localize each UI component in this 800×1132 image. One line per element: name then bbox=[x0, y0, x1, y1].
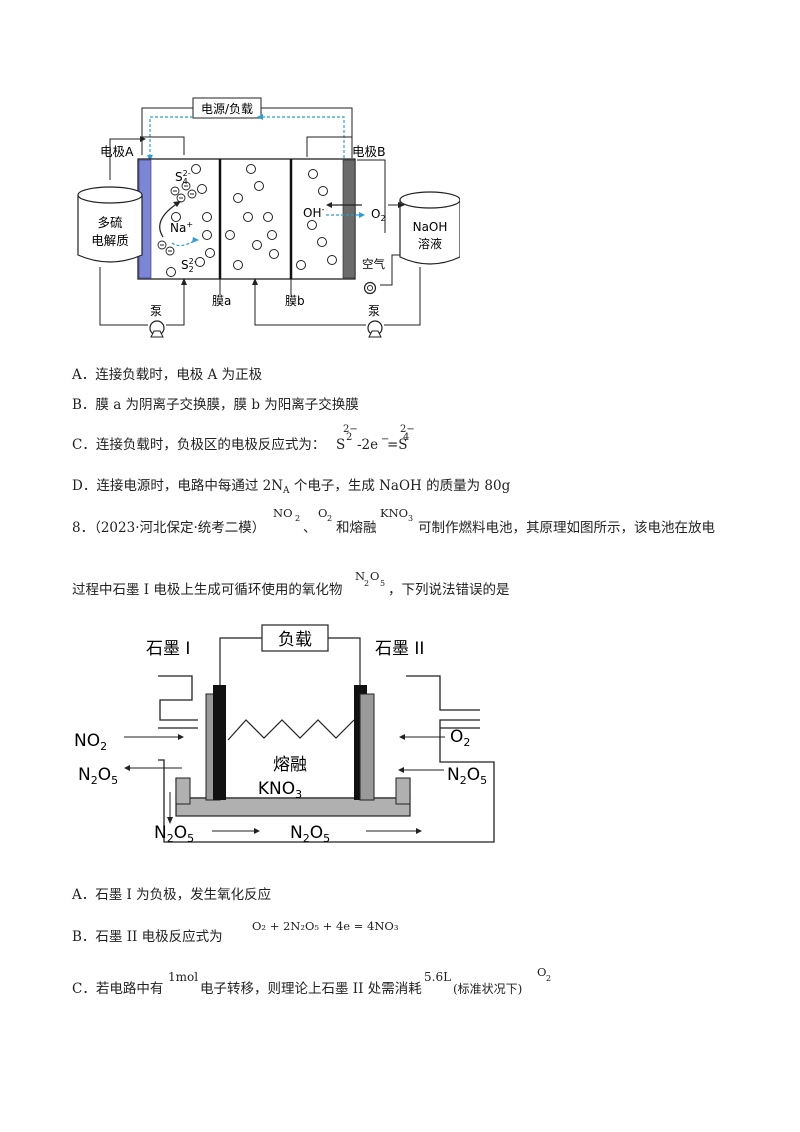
pump-right bbox=[367, 320, 383, 338]
o2-in-label: O2 bbox=[450, 727, 470, 749]
q7-option-a: A．连接负载时，电极 A 为正极 bbox=[72, 367, 263, 383]
pump-right-label: 泵 bbox=[368, 304, 380, 318]
outer-container bbox=[158, 675, 495, 843]
oh-label: OH- bbox=[303, 205, 324, 220]
electrolyte-surface bbox=[227, 719, 355, 741]
figure-1-flow-battery: 电源/负载 电极A 电极B S2-4 S2-2 Na+ bbox=[77, 97, 460, 338]
tank-left-line1: 多硫 bbox=[97, 215, 123, 230]
n2o5-bottom-mid-label: N2O5 bbox=[290, 823, 330, 845]
o2-label-fig1: O2 bbox=[371, 207, 386, 223]
tank-right-line1: NaOH bbox=[413, 220, 448, 234]
n2o5-out-left-label: N2O5 bbox=[78, 765, 118, 787]
electrode-b-label: 电极B bbox=[352, 144, 386, 159]
q8-option-c: C．若电路中有 bbox=[72, 981, 164, 997]
q8-stem-line2-b: ，下列说法错误的是 bbox=[388, 582, 510, 598]
graphite-1-electrode bbox=[213, 685, 226, 800]
power-load-label: 电源/负载 bbox=[201, 102, 253, 116]
q8-option-b: B．石墨 II 电极反应式为 bbox=[72, 929, 223, 945]
no2-in-label: NO2 bbox=[74, 731, 107, 753]
figure-2-fuel-cell: 负载 石墨 I 石墨 II 熔融 KNO3 NO2 N2O5 O2 N2O5 N… bbox=[74, 624, 495, 845]
q8-and-molten: 和熔融 bbox=[336, 520, 377, 536]
q7-option-d: D．连接电源时，电路中每通过 2NA 个电子，生成 NaOH 的质量为 80g bbox=[72, 478, 511, 496]
molten-label: 熔融 bbox=[273, 755, 307, 775]
q8-option-c-volume: 5.6L bbox=[424, 970, 452, 984]
graphite-2-label: 石墨 II bbox=[375, 639, 424, 659]
tank-right-line2: 溶液 bbox=[418, 236, 442, 251]
na-label: Na+ bbox=[170, 220, 193, 235]
n2o5-in-right-label: N2O5 bbox=[447, 765, 487, 787]
kno3-label-fig2: KNO3 bbox=[258, 779, 302, 801]
membrane-b-label: 膜b bbox=[285, 294, 305, 308]
q8-option-c-mol: 1mol bbox=[168, 970, 199, 984]
q8-stem-rest: 可制作燃料电池，其原理如图所示，该电池在放电 bbox=[418, 520, 715, 536]
q8-option-c-mid: 电子转移，则理论上石墨 II 处需消耗 bbox=[200, 981, 422, 997]
ion-bubbles bbox=[166, 164, 337, 277]
graphite-2-plate bbox=[359, 693, 375, 801]
bottom-channel-plate bbox=[175, 797, 411, 817]
q8-stem-line2-a: 过程中石墨 I 电极上生成可循环使用的氧化物 bbox=[72, 582, 343, 598]
q8-option-c-paren: (标准状况下) bbox=[453, 982, 523, 996]
graphite-1-label: 石墨 I bbox=[146, 639, 190, 659]
q7-option-c: C．连接负载时，负极区的电极反应式为： bbox=[72, 437, 326, 453]
load-box bbox=[261, 624, 329, 652]
s4-label: S2-4 bbox=[175, 169, 191, 186]
s2-label: S2-2 bbox=[181, 257, 197, 274]
pump-left-label: 泵 bbox=[150, 304, 162, 318]
tank-left-line2: 电解质 bbox=[91, 233, 129, 248]
n2o5-bottom-left-label: N2O5 bbox=[154, 823, 194, 845]
pump-left bbox=[149, 320, 165, 338]
load-label: 负载 bbox=[278, 630, 312, 650]
q8-option-a: A．石墨 I 为负极，发生氧化反应 bbox=[72, 887, 272, 903]
membrane-a-label: 膜a bbox=[212, 294, 231, 308]
q8-separator: 、 bbox=[303, 520, 317, 536]
air-label: 空气 bbox=[362, 257, 385, 271]
tank-right bbox=[399, 191, 460, 265]
q8-number: 8．（2023·河北保定·统考二模） bbox=[72, 520, 266, 536]
electrode-b bbox=[342, 159, 356, 279]
q7-option-b: B．膜 a 为阴离子交换膜，膜 b 为阳离子交换膜 bbox=[72, 397, 359, 413]
electrode-a-label: 电极A bbox=[100, 144, 134, 159]
q8-option-b-equation: O₂ + 2N₂O₅ + 4e = 4NO₃ bbox=[252, 919, 399, 933]
tank-left bbox=[77, 186, 143, 263]
